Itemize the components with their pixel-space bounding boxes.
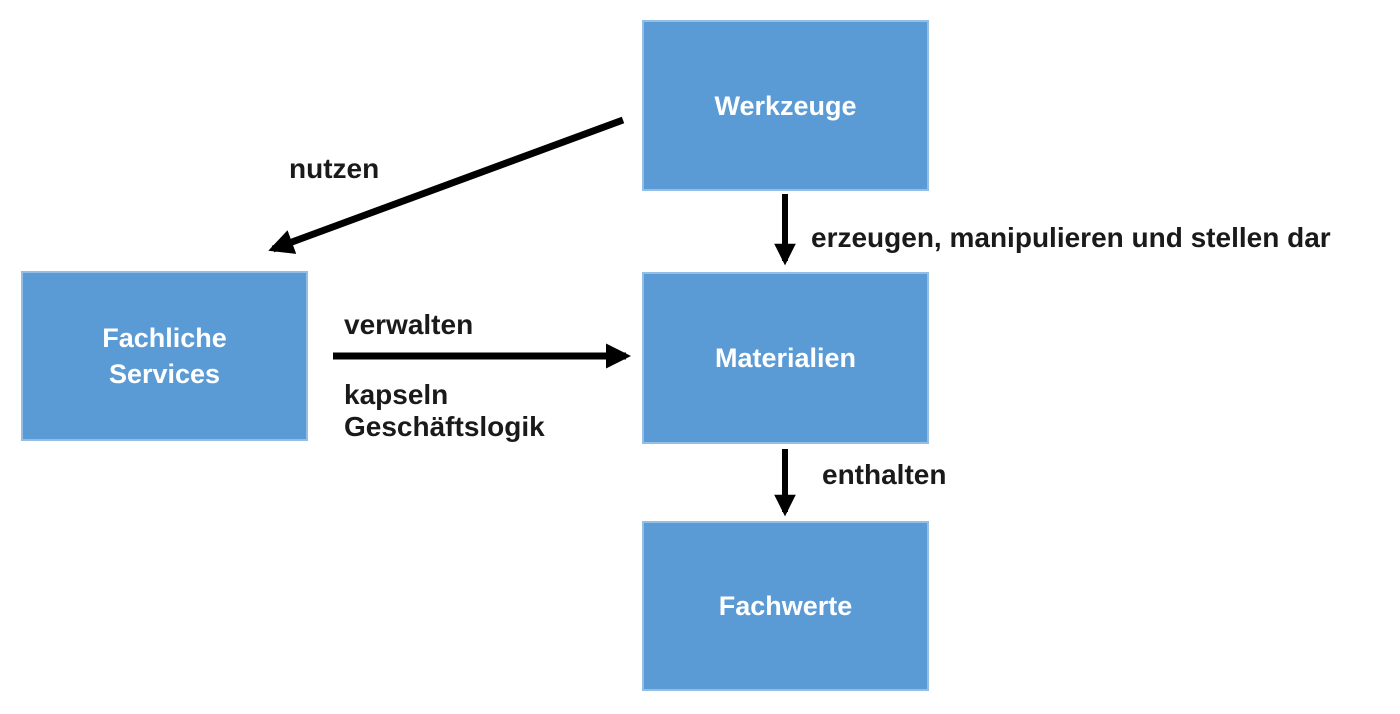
edge-label-verwalten: verwalten [344,309,474,340]
node-fachliche-services: Fachliche Services [21,271,308,441]
node-materialien-label: Materialien [714,343,857,373]
node-fachwerte-label: Fachwerte [718,591,853,621]
edge-label-enthalten: enthalten [822,459,947,490]
edge-label-erzeugen-manipulieren: erzeugen, manipulieren und stellen dar [811,222,1331,253]
edge-label-kapseln-geschaeftslogik: kapseln Geschäftslogik [344,379,545,442]
node-fachliche-services-label: Fachliche Services [102,323,227,389]
node-werkzeuge-label: Werkzeuge [714,90,857,121]
node-werkzeuge: Werkzeuge [642,20,929,191]
node-fachwerte: Fachwerte [642,521,929,691]
edge-label-nutzen: nutzen [289,153,380,184]
node-materialien: Materialien [642,272,929,444]
